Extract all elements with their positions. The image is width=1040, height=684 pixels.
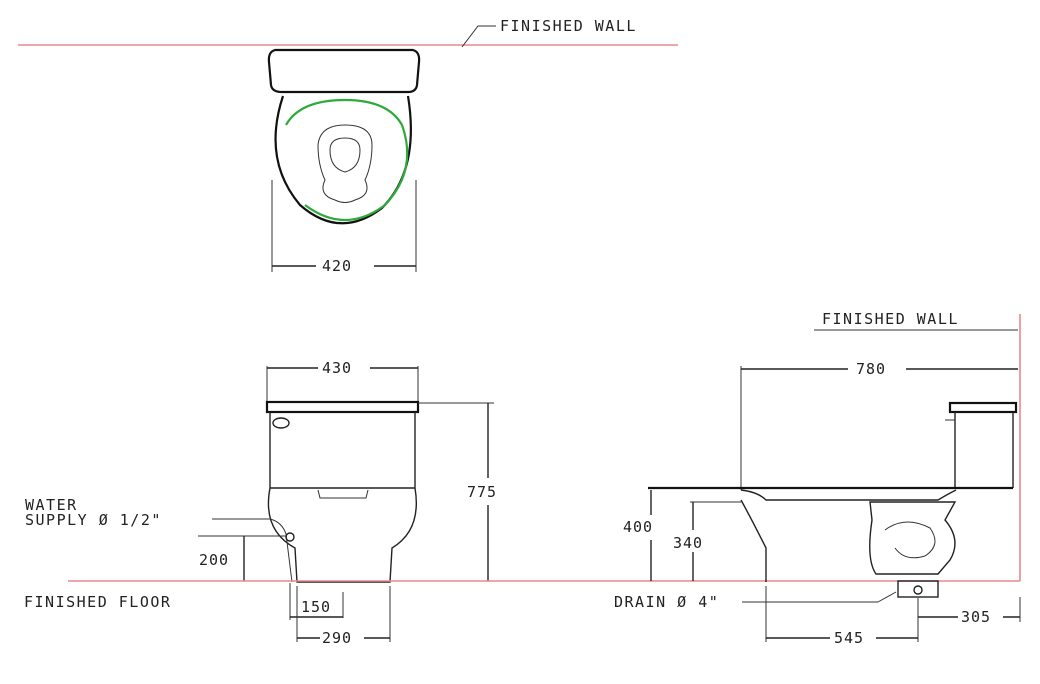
dim-780-label: 780 bbox=[856, 360, 886, 378]
front-view-tank bbox=[269, 412, 416, 489]
top-view-seat-outline bbox=[285, 98, 409, 206]
side-view-tank-lid bbox=[948, 401, 1018, 414]
finished-wall-label-side: FINISHED WALL bbox=[822, 310, 959, 328]
dim-150-label: 150 bbox=[301, 598, 331, 616]
dim-340-label: 340 bbox=[673, 534, 703, 552]
finished-wall-leader-top bbox=[461, 25, 496, 48]
front-view-bowl bbox=[267, 487, 417, 583]
side-view-trapway bbox=[869, 501, 957, 575]
side-view-rim bbox=[740, 489, 957, 501]
flush-lever-icon bbox=[272, 417, 290, 429]
side-view-bowl-front bbox=[740, 499, 767, 582]
top-view-tank bbox=[267, 48, 421, 94]
dim-545-label: 545 bbox=[834, 629, 864, 647]
front-view-tank-lid bbox=[265, 400, 420, 414]
dim-400-label: 400 bbox=[623, 518, 653, 536]
dim-290-label: 290 bbox=[322, 629, 352, 647]
finished-wall-label-top: FINISHED WALL bbox=[500, 17, 637, 35]
dim-200-label: 200 bbox=[199, 551, 229, 569]
drain-label: DRAIN Ø 4" bbox=[614, 593, 719, 611]
water-supply-label-2: SUPPLY Ø 1/2" bbox=[25, 511, 162, 529]
top-view-bowl-inner bbox=[329, 137, 361, 173]
side-view: FINISHED WALL 780 400 340 DRAIN Ø 4" bbox=[614, 310, 1021, 647]
dim-305-label: 305 bbox=[961, 608, 991, 626]
finished-floor-label: FINISHED FLOOR bbox=[24, 593, 171, 611]
drain-icon bbox=[913, 585, 923, 595]
dim-430-label: 430 bbox=[322, 359, 352, 377]
front-view: 430 775 WATER SUPPLY Ø 1/2" 200 150 bbox=[25, 359, 497, 647]
side-view-drain-outlet bbox=[897, 580, 939, 598]
dim-775-label: 775 bbox=[467, 483, 497, 501]
dim-420-label: 420 bbox=[322, 257, 352, 275]
drain-leader-tick bbox=[877, 591, 897, 603]
top-view-seat-front bbox=[304, 204, 386, 222]
top-view-bowl-opening bbox=[317, 124, 373, 203]
side-view-tank bbox=[954, 412, 1014, 488]
top-view-bowl bbox=[274, 95, 412, 225]
water-supply-valve-icon bbox=[285, 532, 295, 542]
water-supply-pipe bbox=[269, 518, 293, 583]
top-view: FINISHED WALL 420 bbox=[18, 17, 678, 275]
water-supply-label-1: WATER bbox=[25, 496, 78, 514]
front-view-trap-ledge bbox=[317, 489, 369, 499]
side-view-trap-curve bbox=[884, 521, 936, 559]
